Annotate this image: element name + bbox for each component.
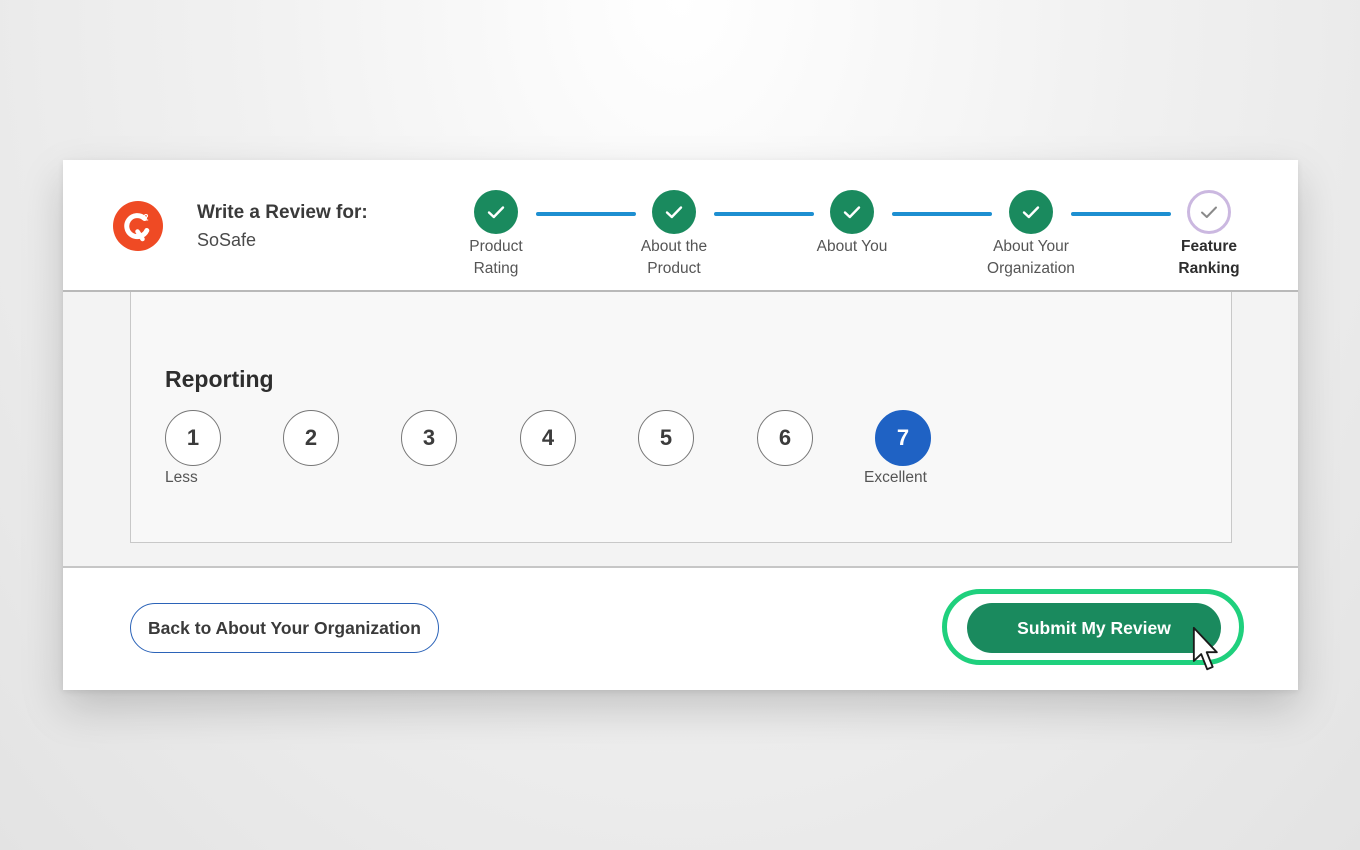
check-icon xyxy=(1022,206,1040,219)
rating-option-1[interactable]: 1 xyxy=(165,410,221,466)
step-connector xyxy=(536,212,636,216)
rating-option-6[interactable]: 6 xyxy=(757,410,813,466)
check-icon xyxy=(665,206,683,219)
back-button[interactable]: Back to About Your Organization xyxy=(130,603,439,653)
review-header: 2 Write a Review for: SoSafe Product Rat… xyxy=(63,160,1298,292)
product-block: Write a Review for: SoSafe xyxy=(197,202,368,251)
mouse-pointer-icon xyxy=(1192,626,1218,671)
step-connector xyxy=(1071,212,1171,216)
step-1-complete[interactable] xyxy=(474,190,518,234)
page-title: Write a Review for: xyxy=(197,202,368,223)
scale-high-label: Excellent xyxy=(864,469,927,486)
step-connector xyxy=(892,212,992,216)
step-2-label: About the Product xyxy=(640,238,708,277)
feature-title: Reporting xyxy=(165,366,274,392)
svg-text:2: 2 xyxy=(144,213,149,223)
rating-option-5[interactable]: 5 xyxy=(638,410,694,466)
step-1-label: Product Rating xyxy=(469,238,523,277)
g2-logo-icon: 2 xyxy=(113,201,163,251)
step-4-label: About Your Organization xyxy=(987,238,1075,277)
scale-low-label: Less xyxy=(165,469,198,486)
step-3-complete[interactable] xyxy=(830,190,874,234)
rating-option-4[interactable]: 4 xyxy=(520,410,576,466)
check-icon xyxy=(487,206,505,219)
step-4-complete[interactable] xyxy=(1009,190,1053,234)
step-connector xyxy=(714,212,814,216)
step-2-complete[interactable] xyxy=(652,190,696,234)
review-card: 2 Write a Review for: SoSafe Product Rat… xyxy=(63,160,1298,690)
review-footer: Back to About Your Organization Submit M… xyxy=(63,568,1298,690)
step-5-label: Feature Ranking xyxy=(1178,238,1240,277)
product-name: SoSafe xyxy=(197,230,257,250)
rating-option-7-selected[interactable]: 7 xyxy=(875,410,931,466)
step-5-current[interactable] xyxy=(1187,190,1231,234)
submit-highlight-ring xyxy=(942,589,1244,665)
submit-review-button[interactable]: Submit My Review xyxy=(967,603,1221,653)
check-icon xyxy=(1201,206,1217,218)
feature-panel: Reporting 1 2 3 4 5 6 7 Less Excellent xyxy=(130,292,1232,543)
review-body: Reporting 1 2 3 4 5 6 7 Less Excellent xyxy=(63,292,1298,568)
step-3-label: About You xyxy=(816,238,888,255)
check-icon xyxy=(843,206,861,219)
rating-option-3[interactable]: 3 xyxy=(401,410,457,466)
rating-option-2[interactable]: 2 xyxy=(283,410,339,466)
